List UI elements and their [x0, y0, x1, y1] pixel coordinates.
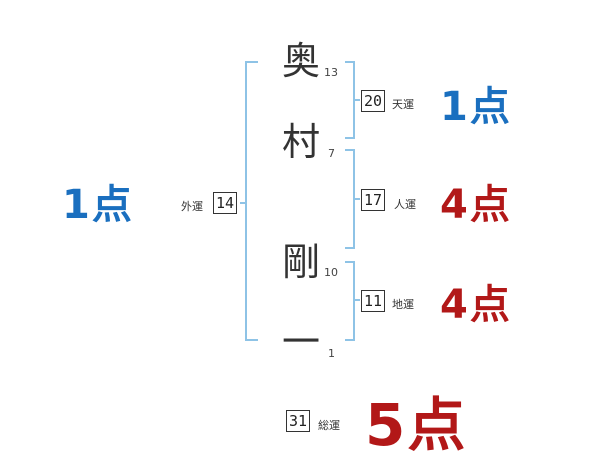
outer-bracket [245, 61, 258, 341]
name-char-3: 剛 [282, 240, 321, 284]
chikaku-value-box: 11 [361, 290, 386, 312]
soukaku-score: 5点 [365, 391, 468, 459]
chikaku-label: 地運 [392, 298, 414, 311]
tenkaku-bracket [345, 61, 355, 139]
chikaku-score: 4点 [440, 282, 512, 328]
jinkaku-score: 4点 [440, 182, 512, 228]
jinkaku-value-box: 17 [361, 189, 386, 211]
gaikaku-label: 外運 [181, 200, 203, 213]
gaikaku-score: 1点 [62, 182, 134, 228]
tenkaku-label: 天運 [392, 98, 414, 111]
jinkaku-label: 人運 [394, 198, 416, 211]
jinkaku-bracket [345, 149, 355, 249]
chikaku-bracket [345, 261, 355, 341]
tenkaku-value-box: 20 [361, 90, 386, 112]
stroke-count-4: 1 [328, 347, 335, 360]
name-char-1: 奥 [282, 39, 321, 83]
soukaku-value-box: 31 [286, 410, 311, 432]
stroke-count-1: 13 [324, 66, 338, 79]
name-char-2: 村 [282, 120, 321, 164]
gaikaku-value-box: 14 [213, 192, 238, 214]
stroke-count-3: 10 [324, 266, 338, 279]
stroke-count-2: 7 [328, 147, 335, 160]
soukaku-label: 総運 [318, 419, 340, 432]
name-char-4: 一 [282, 320, 321, 364]
tenkaku-score: 1点 [440, 84, 512, 130]
